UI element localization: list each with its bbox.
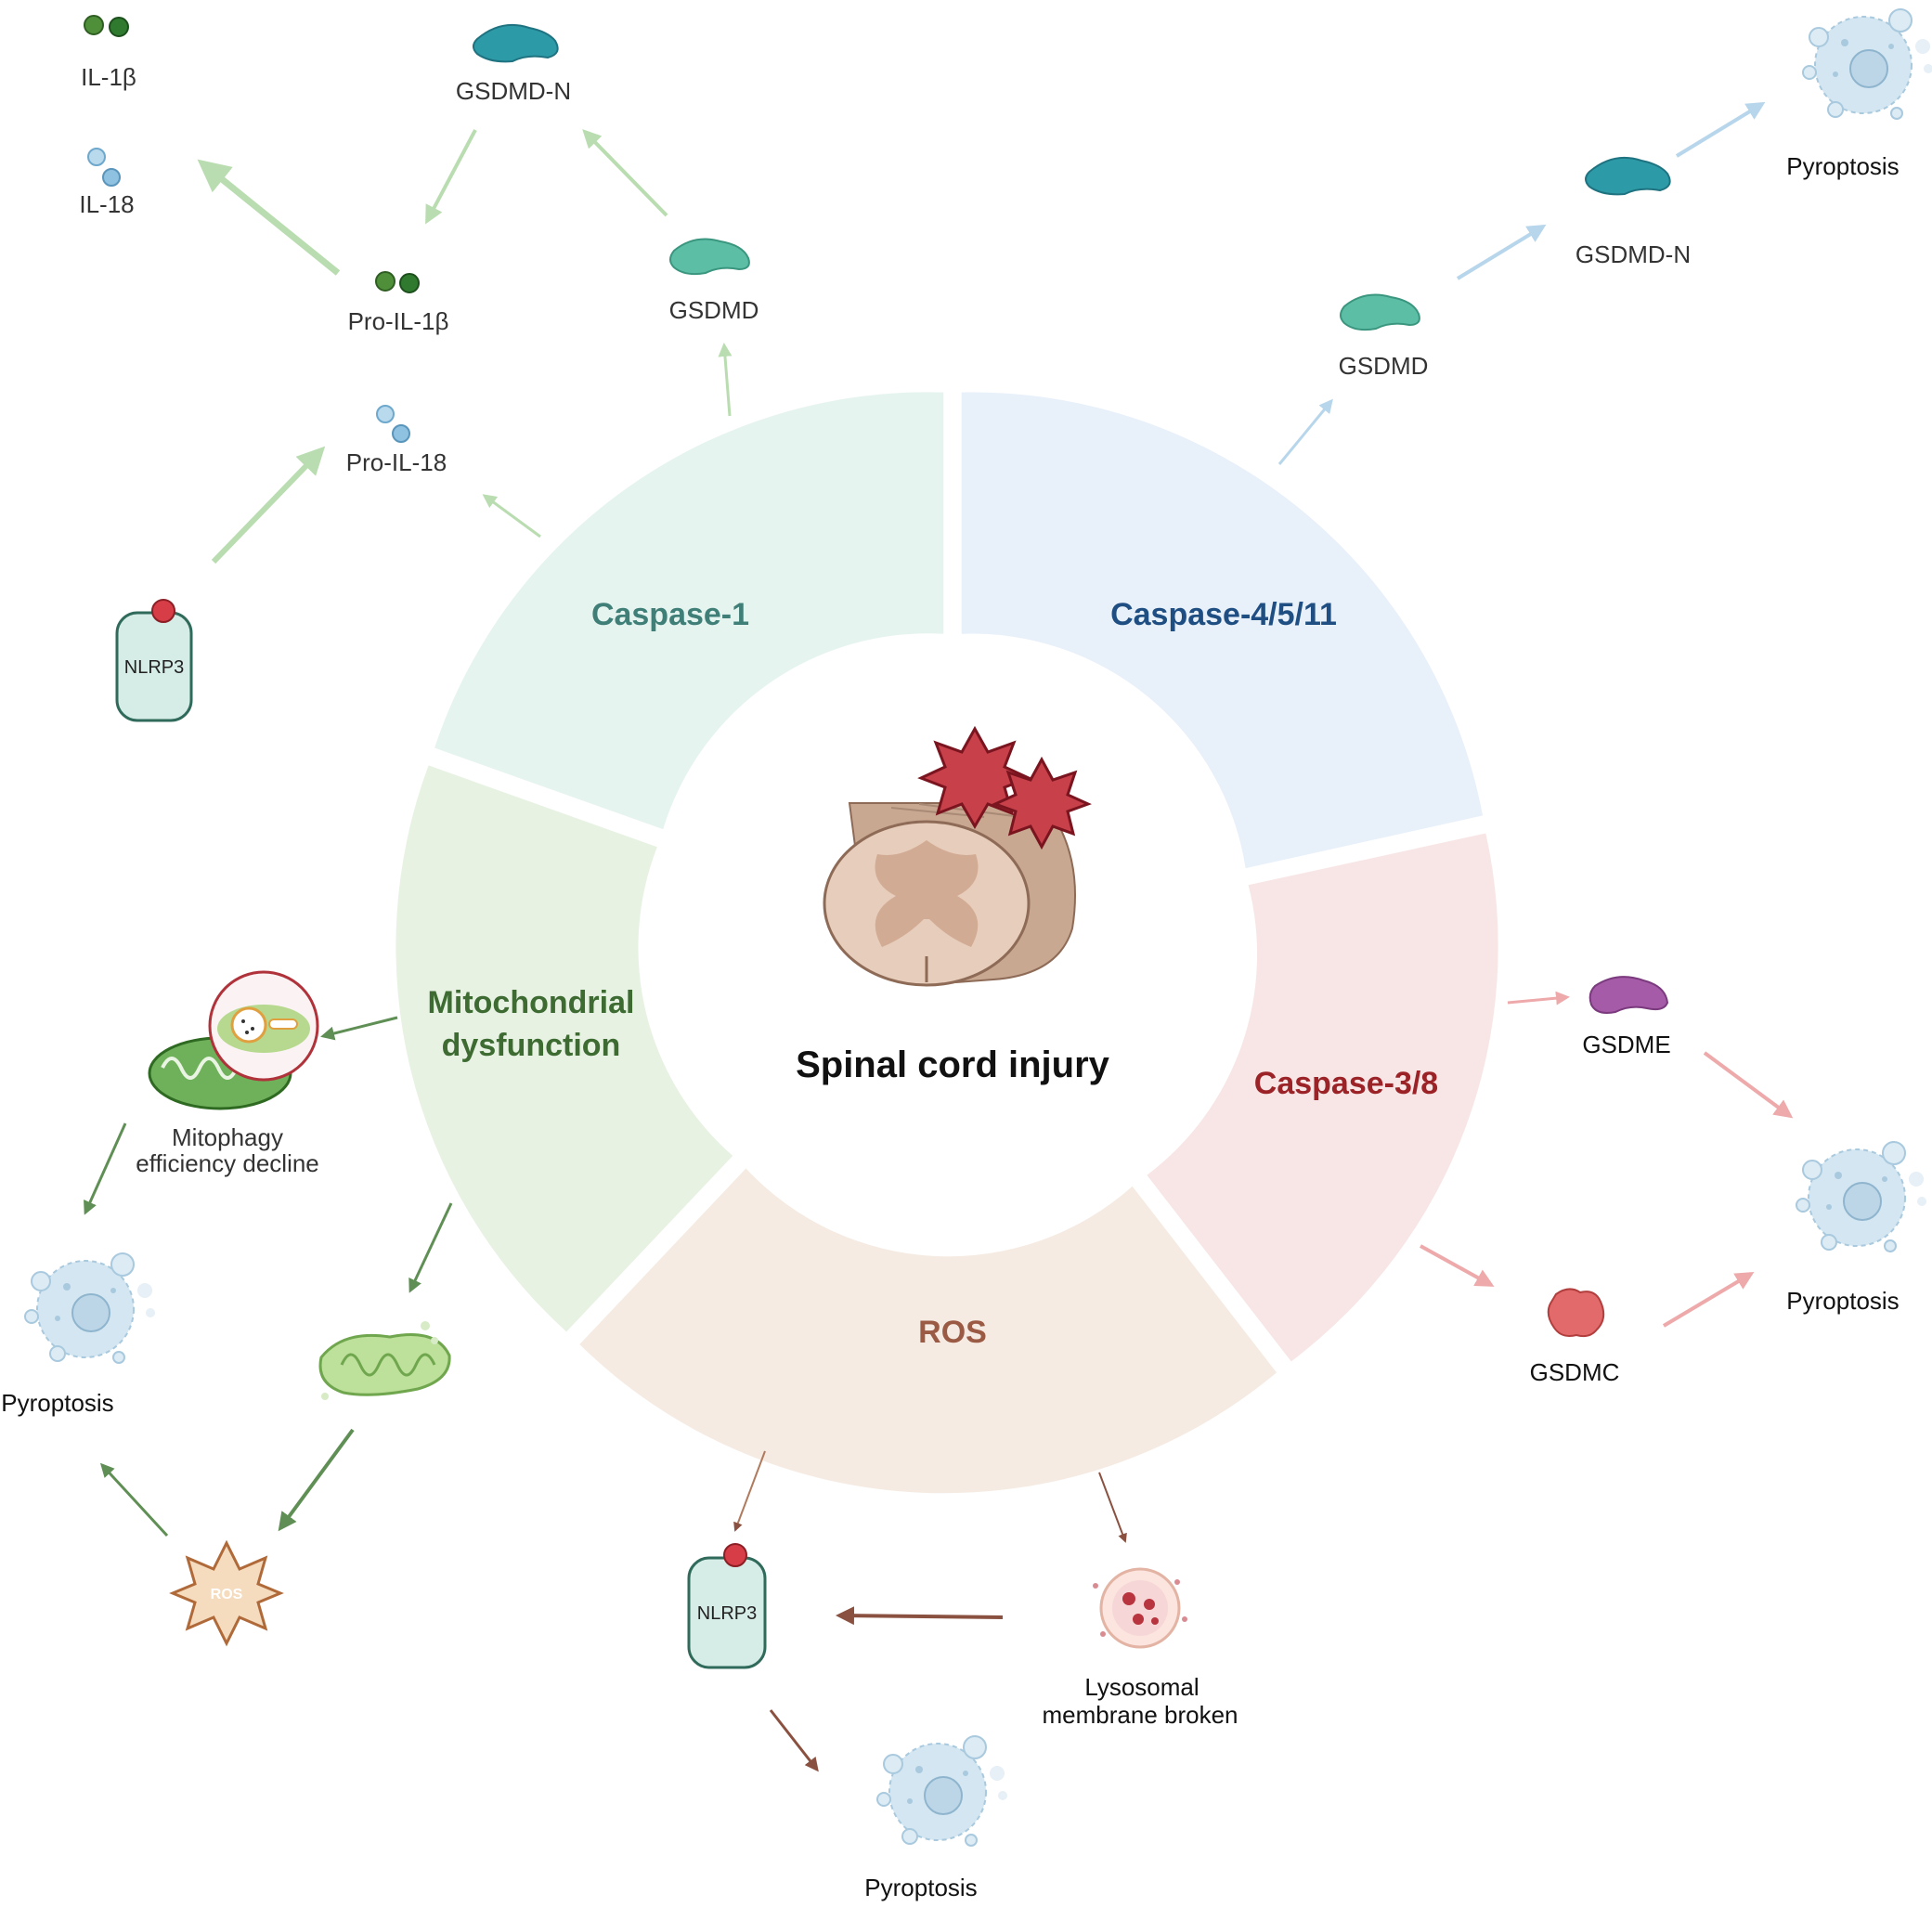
- gsdmd-label-right: GSDMD: [1339, 352, 1429, 380]
- pyroptotic-cell-icon: [24, 1252, 156, 1364]
- segment-ros: [579, 1168, 1277, 1494]
- arrow: [197, 159, 341, 276]
- gsdmd-n-protein-icon: [473, 24, 559, 63]
- gsdme-protein-icon: [1588, 976, 1669, 1014]
- arrow: [769, 1709, 819, 1772]
- caspase-4-5-11-label: Caspase-4/5/11: [1110, 597, 1337, 632]
- mitophagy-label-line1: Mitophagy: [172, 1123, 283, 1151]
- mito-pathway: Mitophagy efficiency decline Pyroptosis …: [1, 970, 453, 1647]
- arrow: [1456, 224, 1547, 280]
- nlrp3-label-bottom: NLRP3: [697, 1603, 757, 1624]
- arrow: [482, 494, 541, 538]
- injury-burst-icon: [992, 756, 1092, 850]
- lysosome-icon: [1093, 1567, 1187, 1649]
- nlrp3-receptor-icon: [723, 1543, 747, 1567]
- gsdmd-n-label: GSDMD-N: [456, 77, 571, 105]
- pyroptosis-label-left: Pyroptosis: [1, 1389, 113, 1417]
- gsdmd-protein-icon: [1340, 293, 1420, 331]
- pro-il-1b-icon: [399, 273, 420, 293]
- pro-il-18-label: Pro-IL-18: [346, 448, 447, 476]
- il-18-label: IL-18: [79, 190, 134, 218]
- pro-il-1b-label: Pro-IL-1β: [348, 307, 449, 335]
- arrow: [718, 343, 733, 417]
- ring-segments: [395, 392, 1498, 1494]
- arrow: [1507, 991, 1570, 1005]
- arrow: [408, 1202, 453, 1293]
- gsdmc-protein-icon: [1547, 1288, 1605, 1338]
- il-18-icon: [102, 168, 121, 187]
- gsdmd-n-label-right: GSDMD-N: [1575, 240, 1691, 268]
- arrow: [99, 1462, 169, 1537]
- lysosome-label-line2: membrane broken: [1043, 1701, 1238, 1729]
- mitophagy-icon: [148, 970, 319, 1110]
- segment-mitochondrial-dysfunction: [395, 765, 733, 1332]
- gsdmd-n-protein-icon: [1585, 157, 1671, 196]
- center-title: Spinal cord injury: [796, 1044, 1110, 1085]
- mitophagy-label-line2: efficiency decline: [136, 1149, 319, 1177]
- il-1b-label: IL-1β: [81, 63, 136, 91]
- gsdmc-label: GSDMC: [1530, 1358, 1620, 1386]
- arrow: [836, 1606, 1004, 1626]
- caspase-1-pathway: IL-1β IL-18 GSDMD-N GSDMD Pro-IL-1β Pro-…: [79, 15, 759, 722]
- mito-label-line1: Mitochondrial: [428, 985, 635, 1020]
- pyroptosis-label-bottom: Pyroptosis: [864, 1874, 977, 1901]
- arrow: [1277, 398, 1333, 465]
- gsdme-label: GSDME: [1582, 1031, 1670, 1058]
- pro-il-18-icon: [392, 424, 410, 443]
- caspase-4-5-11-pathway: GSDMD GSDMD-N Pyroptosis: [1277, 8, 1932, 465]
- caspase-1-label: Caspase-1: [591, 597, 749, 632]
- arrow: [320, 1016, 398, 1041]
- pro-il-18-icon: [376, 405, 395, 423]
- arrow: [1420, 1244, 1495, 1287]
- nlrp3-receptor-icon: [151, 599, 175, 623]
- pyroptotic-cell-icon: [1796, 1141, 1927, 1252]
- ros-burst-label: ROS: [211, 1587, 243, 1602]
- segment-caspase-1: [434, 392, 944, 830]
- ros-pathway: NLRP3 Lysosomal membrane broken Pyroptos…: [687, 1450, 1238, 1901]
- damaged-mitochondrion-icon: [318, 1321, 451, 1400]
- arrow: [733, 1450, 766, 1532]
- segment-caspase-3-8: [1147, 833, 1498, 1362]
- arrow: [1662, 1271, 1755, 1328]
- gsdmd-protein-icon: [669, 238, 750, 276]
- arrow: [1703, 1051, 1794, 1119]
- gsdmd-label: GSDMD: [669, 296, 759, 324]
- pro-il-1b-icon: [375, 271, 395, 292]
- arrow: [425, 129, 477, 225]
- il-18-icon: [87, 148, 106, 166]
- arrow: [1675, 101, 1766, 158]
- arrow: [84, 1122, 127, 1215]
- arrow: [582, 129, 668, 217]
- lysosome-label-line1: Lysosomal: [1084, 1673, 1199, 1701]
- pyroptotic-cell-icon: [876, 1735, 1008, 1847]
- ros-segment-label: ROS: [918, 1315, 987, 1350]
- spinal-cord-icon: [823, 725, 1092, 987]
- arrow: [211, 446, 326, 564]
- arrow: [278, 1428, 355, 1532]
- caspase-3-8-label: Caspase-3/8: [1254, 1066, 1438, 1101]
- il-1b-icon: [84, 15, 104, 35]
- mito-label-line2: dysfunction: [442, 1028, 621, 1063]
- arrow: [1098, 1472, 1127, 1543]
- pyroptotic-cell-icon: [1802, 8, 1932, 120]
- nlrp3-label: NLRP3: [124, 657, 184, 678]
- il-1b-icon: [109, 17, 129, 37]
- caspase-3-8-pathway: GSDME GSDMC Pyroptosis: [1420, 976, 1927, 1386]
- pyroptosis-label-top-right: Pyroptosis: [1786, 152, 1899, 180]
- segment-caspase-4-5-11: [961, 392, 1484, 869]
- ros-burst-icon: [169, 1539, 284, 1647]
- pyroptosis-label-right: Pyroptosis: [1786, 1287, 1899, 1315]
